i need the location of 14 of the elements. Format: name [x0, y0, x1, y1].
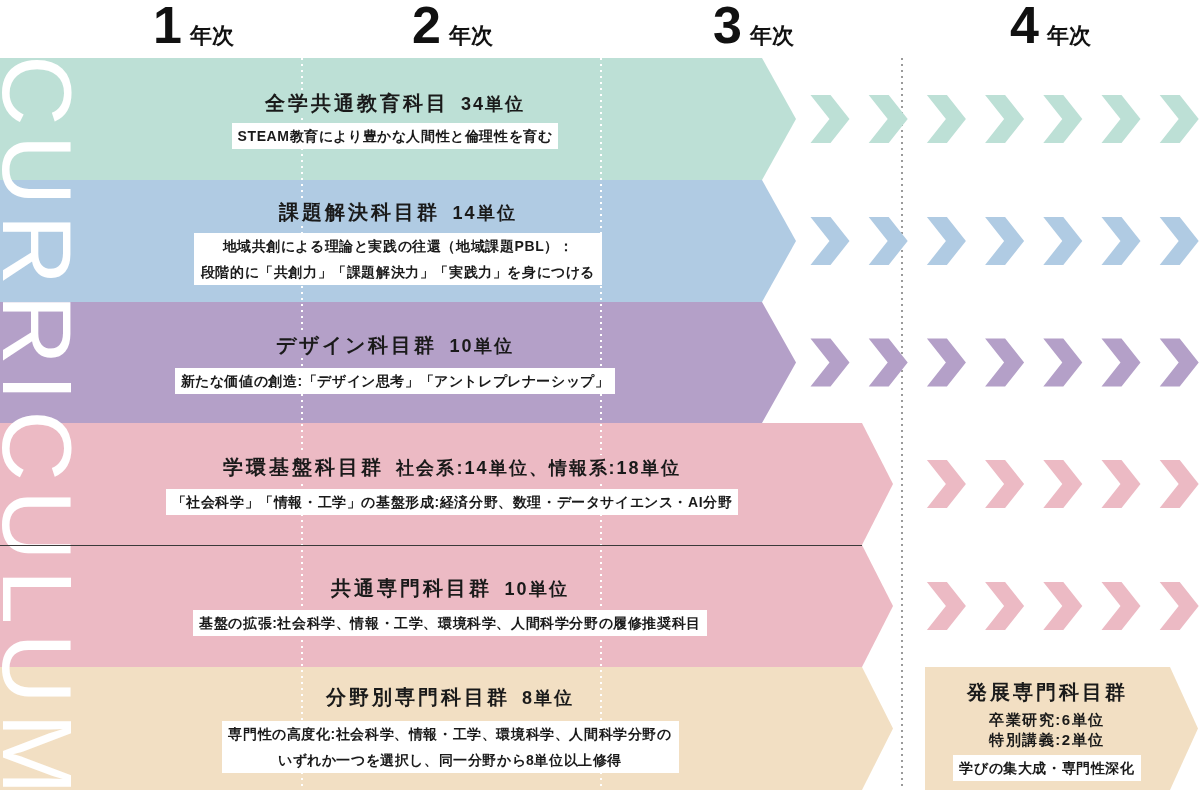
- year-heading: 4年次: [1010, 0, 1091, 56]
- description-label: 「社会科学」「情報・工学」の基盤形成:経済分野、数理・データサイエンス・AI分野: [165, 489, 739, 515]
- credit-label: 卒業研究:6単位: [989, 710, 1105, 730]
- description-label: 専門性の高度化:社会科学、情報・工学、環境科学、人間科学分野のいずれか一つを選択し、同一分野から8単位以上修得: [221, 721, 679, 773]
- description-label: STEAM教育により豊かな人間性と倫理性を育む: [231, 123, 559, 149]
- year-heading: 3年次: [713, 0, 794, 56]
- vertical-title: CURRICULUM: [0, 55, 74, 790]
- description-label: 基盤の拡張:社会科学、情報・工学、環境科学、人間科学分野の履修推奨科目: [193, 610, 707, 636]
- description-label: 学びの集大成・専門性深化: [953, 755, 1141, 781]
- description-label: 地域共創による理論と実践の往還（地域課題PBL）：段階的に「共創力」「課題解決力」「実践力」を身につける: [194, 233, 602, 285]
- description-label: 新たな価値の創造:「デザイン思考」「アントレプレナーシップ」: [174, 368, 616, 394]
- credit-label: 特別講義:2単位: [989, 730, 1105, 750]
- year-heading: 1年次: [153, 0, 234, 56]
- year-heading: 2年次: [412, 0, 493, 56]
